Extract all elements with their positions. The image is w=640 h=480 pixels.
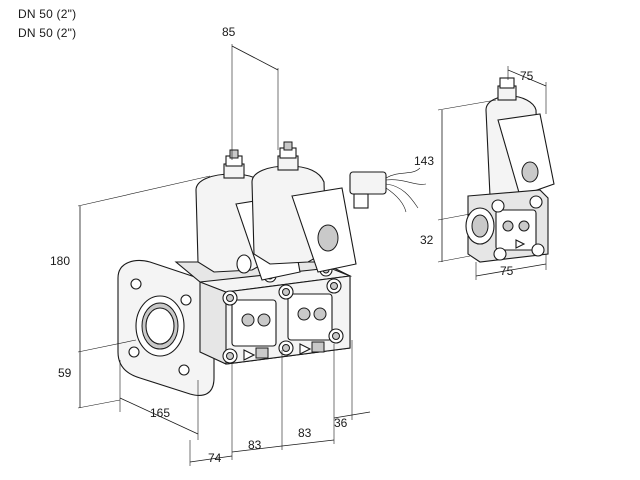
dim-32: 32: [420, 233, 434, 247]
inlet-flange: [117, 260, 215, 396]
solenoid-coil-right: [251, 141, 357, 273]
dim-143: 143: [414, 154, 434, 168]
dimension-labels: 85 180 59 165 74 83 83 36 75 143 32 75: [50, 25, 534, 465]
size-label-1: DN 50 (2"): [18, 7, 77, 21]
dim-83-first: 83: [248, 438, 262, 452]
dimension-lines: [77, 44, 547, 466]
dim-59: 59: [58, 366, 72, 380]
dim-small-75-top: 75: [520, 69, 534, 83]
solenoid-coil-left: [195, 149, 301, 281]
dim-small-75-bottom: 75: [500, 264, 514, 278]
cable-connector: [349, 167, 427, 213]
size-label-2: DN 50 (2"): [18, 26, 77, 40]
double-valve-assembly: [117, 141, 427, 396]
dim-36: 36: [334, 416, 348, 430]
valve-body: [174, 261, 353, 365]
dim-180: 180: [50, 254, 70, 268]
dim-165: 165: [150, 406, 170, 420]
dim-85: 85: [222, 25, 236, 39]
dim-74: 74: [208, 451, 222, 465]
single-valve-view: [465, 77, 555, 263]
dim-83-second: 83: [298, 426, 312, 440]
